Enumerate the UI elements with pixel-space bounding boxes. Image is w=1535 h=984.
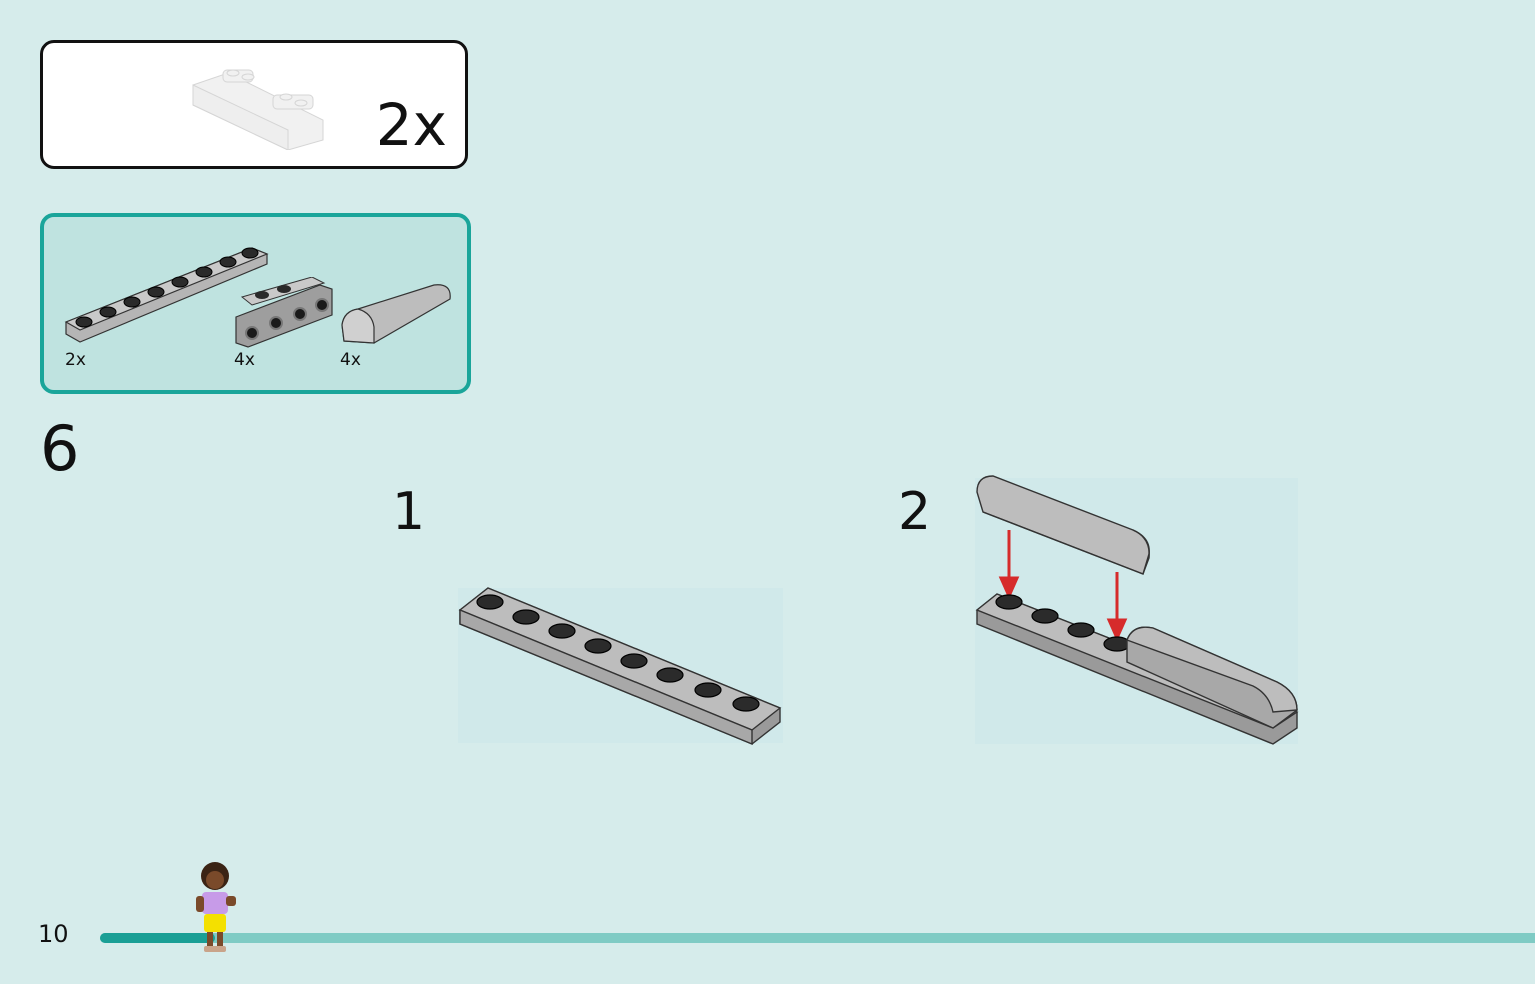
page-number: 10 (38, 920, 69, 948)
progress-bar-fill (100, 933, 215, 943)
submodel-preview-image (192, 69, 324, 150)
part-qty: 4x (234, 350, 255, 370)
part-plate-1x8-image (64, 247, 269, 343)
step-number: 6 (40, 412, 80, 485)
submodel-count: 2x (375, 91, 447, 159)
part-qty: 4x (340, 350, 361, 370)
progress-bar-track (100, 933, 1535, 943)
parts-list: 2x 4x 4x (40, 213, 471, 394)
part-bracket-image (235, 277, 333, 348)
substep-number: 2 (898, 482, 932, 542)
submodel-callout: 2x (40, 40, 468, 169)
substep-number: 1 (392, 482, 426, 542)
substep-1-plate-image (458, 587, 782, 746)
minifigure-image (196, 862, 236, 952)
part-curved-slope-image (341, 284, 451, 344)
part-qty: 2x (65, 350, 86, 370)
substep-2-assembly-image (975, 475, 1299, 745)
